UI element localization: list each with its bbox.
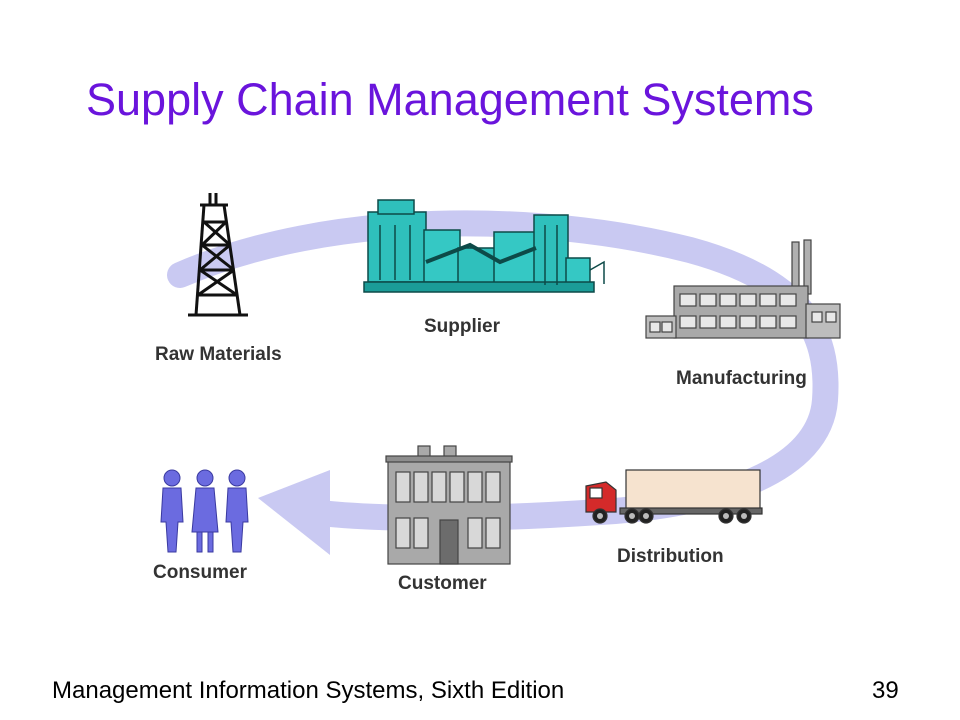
stage-label-supplier: Supplier bbox=[424, 316, 501, 337]
stage-label-distribution: Distribution bbox=[617, 546, 724, 567]
stage-label-customer: Customer bbox=[398, 573, 487, 594]
people-icon bbox=[160, 469, 249, 553]
stage-label-manufacturing: Manufacturing bbox=[676, 368, 807, 389]
page-number: 39 bbox=[872, 677, 899, 704]
supplier-plant-icon bbox=[363, 199, 605, 293]
stage-label-consumer: Consumer bbox=[153, 562, 247, 583]
store-building-icon bbox=[385, 445, 513, 565]
factory-icon bbox=[645, 239, 841, 339]
slide-title: Supply Chain Management Systems bbox=[86, 74, 814, 125]
stage-label-raw-materials: Raw Materials bbox=[155, 344, 282, 365]
footer-text: Management Information Systems, Sixth Ed… bbox=[52, 677, 565, 704]
truck-icon bbox=[585, 469, 763, 524]
oil-derrick-icon bbox=[188, 193, 248, 317]
